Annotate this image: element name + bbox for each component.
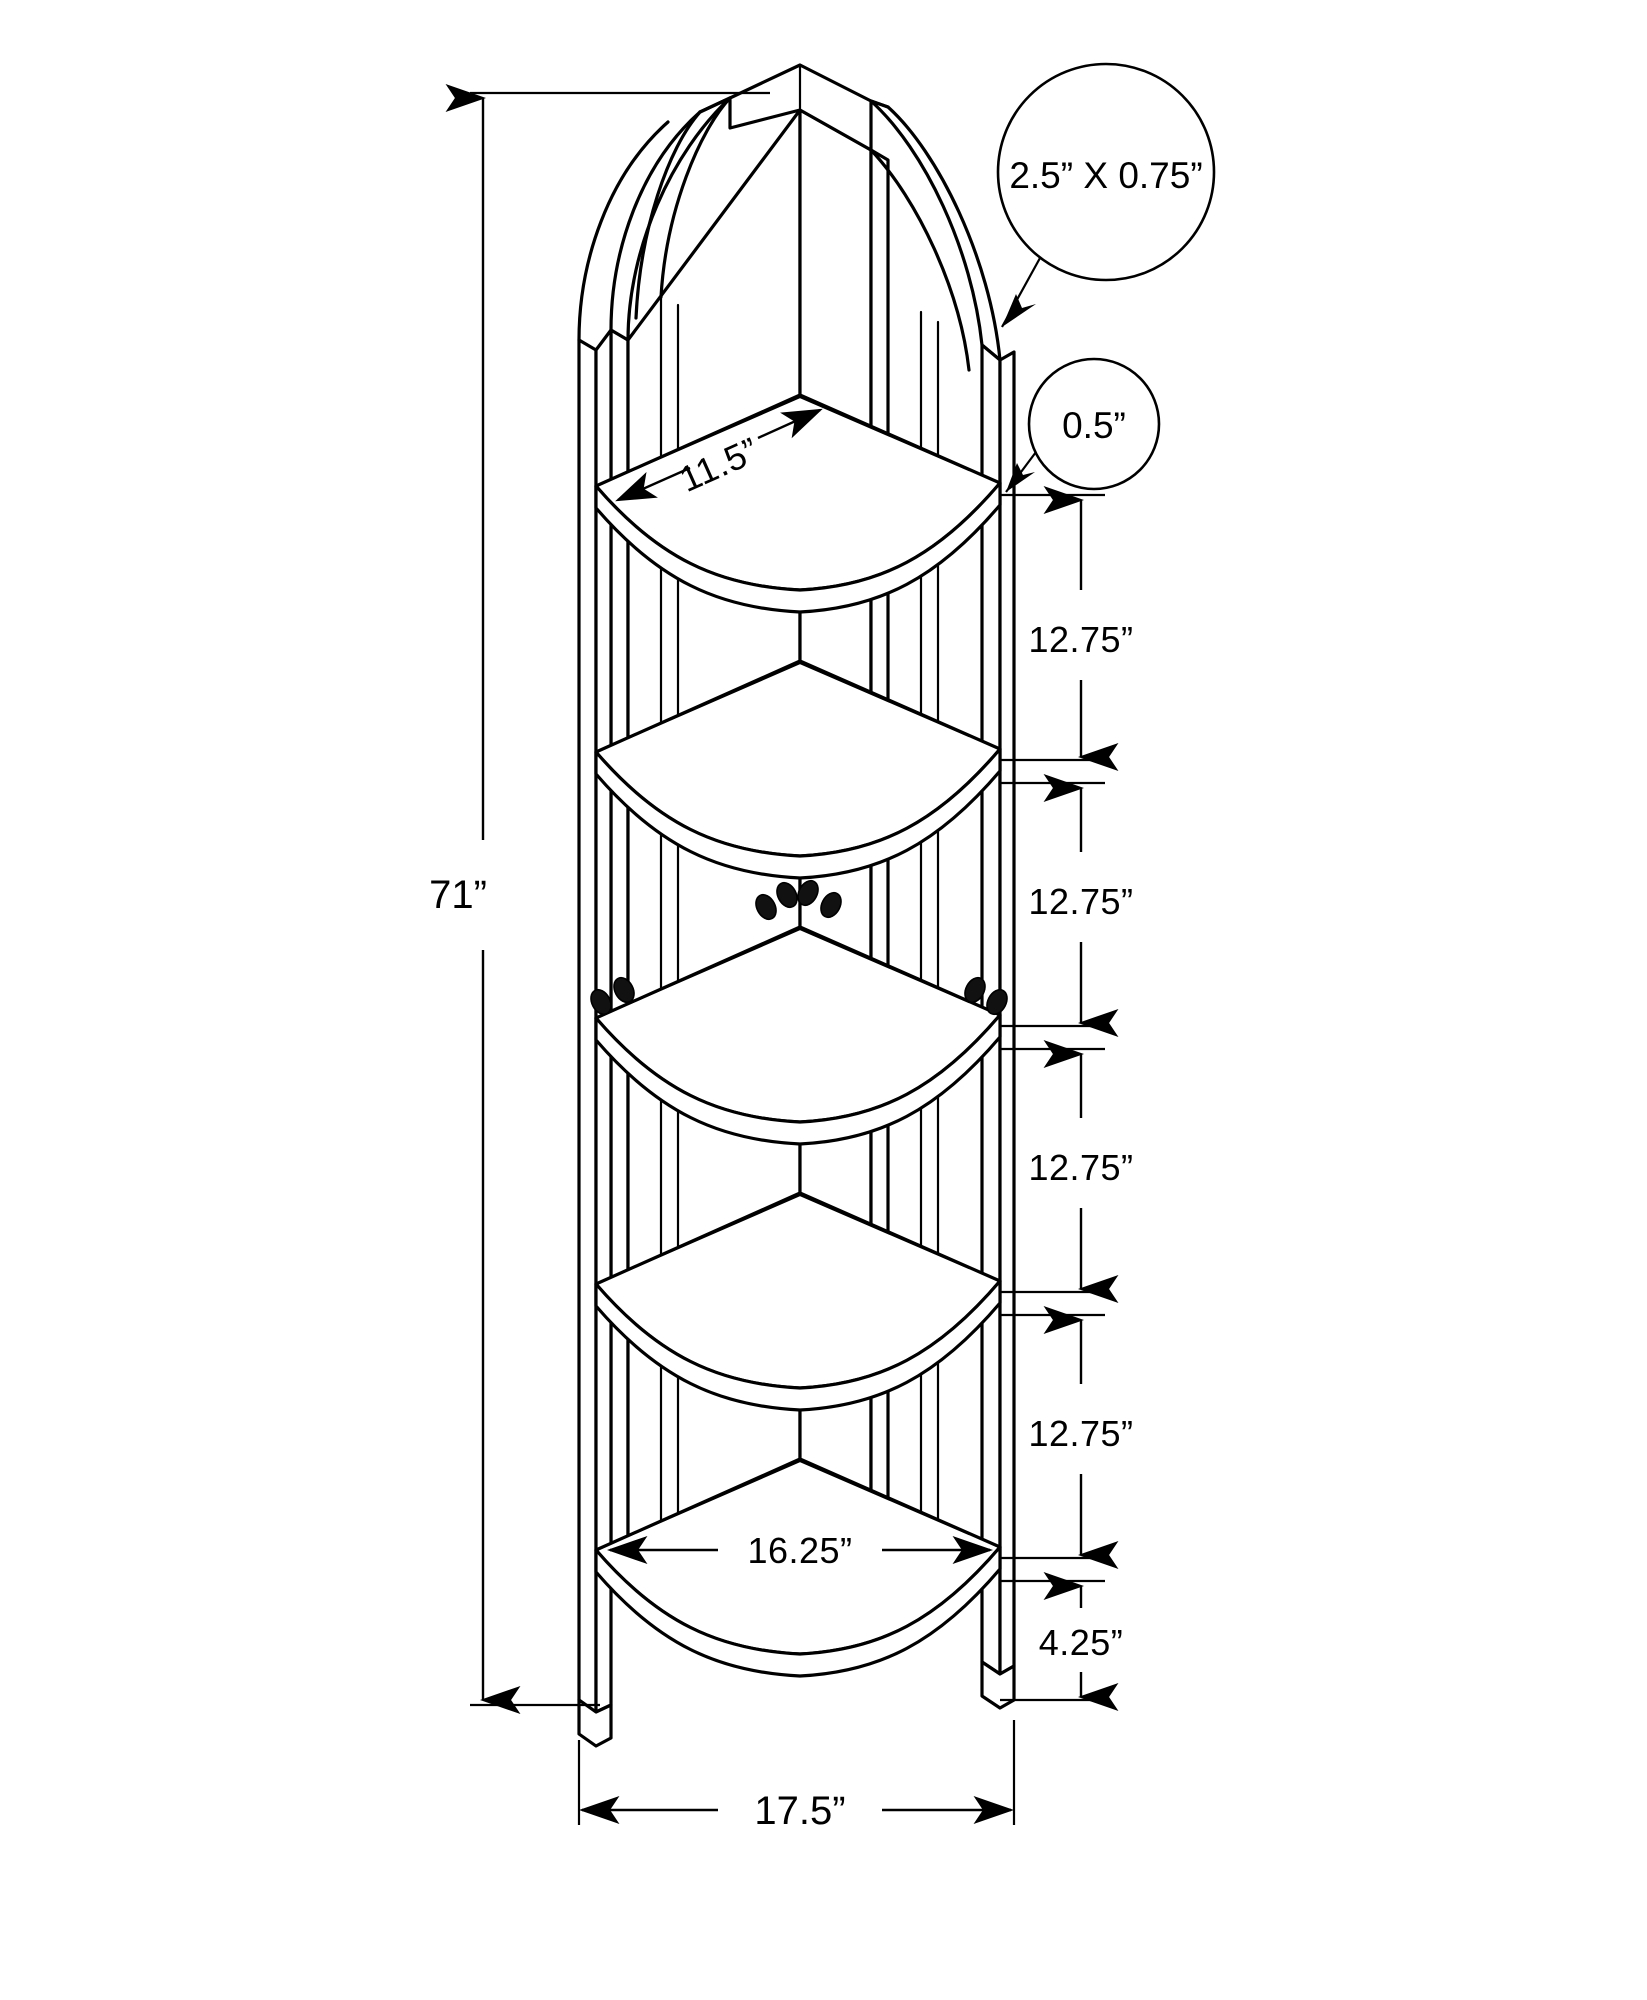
shelf-5-front-edge bbox=[594, 1545, 1002, 1678]
shelf-4-cleat-left bbox=[626, 1193, 802, 1272]
depth-115-lead-right bbox=[757, 408, 823, 440]
callout-thickness-arrowhead bbox=[1006, 463, 1035, 492]
shelf-1-cleat-left bbox=[626, 395, 802, 474]
bottom-shelf-depth-label: 16.25” bbox=[747, 1530, 852, 1571]
shelf-1-front-edge bbox=[594, 481, 1002, 614]
left-post-foot bbox=[577, 1698, 613, 1748]
overall-height-label: 71” bbox=[429, 873, 487, 917]
shelf-3-cleat-left bbox=[626, 927, 802, 1006]
dowel-hole-2 bbox=[776, 881, 798, 909]
dimension-overall-width: 17.5” bbox=[577, 1720, 1016, 1833]
shelf-4 bbox=[594, 1191, 1002, 1412]
dowel-hole-8 bbox=[986, 988, 1008, 1016]
shelf-4-cleat-right bbox=[798, 1193, 971, 1270]
shelf-5-cleat-left bbox=[626, 1459, 802, 1538]
callout-post-circle bbox=[996, 62, 1216, 282]
assembly-holes bbox=[590, 879, 1008, 1016]
shelf-1 bbox=[594, 393, 1002, 614]
shelf-1-cleat-right bbox=[798, 395, 971, 472]
shelf-2-cleat-right bbox=[798, 661, 971, 738]
shelf-gap-3-label: 12.75” bbox=[1028, 1147, 1133, 1188]
left-post-arch-curve bbox=[577, 120, 670, 342]
shelf-gap-1-label: 12.75” bbox=[1028, 619, 1133, 660]
shelf-gap-1: 12.75” bbox=[1028, 485, 1133, 772]
callout-post-arrowhead bbox=[1002, 294, 1036, 327]
callout-thickness-label: 0.5” bbox=[1062, 405, 1126, 446]
shelf-gap-2-label: 12.75” bbox=[1028, 881, 1133, 922]
shelf-5 bbox=[594, 1457, 1002, 1678]
callout-post-label: 2.5” X 0.75” bbox=[1009, 155, 1202, 196]
dimension-overall-height: 71” bbox=[429, 83, 770, 1715]
dowel-hole-5 bbox=[590, 988, 612, 1016]
shelf-3 bbox=[594, 925, 1002, 1146]
shelf-gap-3: 12.75” bbox=[1028, 1039, 1133, 1304]
dowel-hole-6 bbox=[613, 976, 635, 1004]
callout-shelf-thickness: 0.5” bbox=[1005, 357, 1161, 493]
bottom-clearance: 4.25” bbox=[1039, 1571, 1124, 1712]
shelf-2-cleat-left bbox=[626, 661, 802, 740]
shelf-3-cleat-right bbox=[798, 927, 971, 1004]
shelf-2-front-edge bbox=[594, 747, 1002, 880]
right-post-outer-face bbox=[998, 350, 1016, 1676]
shelf-2 bbox=[594, 659, 1002, 880]
bottom-clearance-label: 4.25” bbox=[1039, 1622, 1124, 1663]
bookcase-illustration bbox=[577, 63, 1016, 1748]
shelf-4-front-edge bbox=[594, 1279, 1002, 1412]
arch-left-top-cut bbox=[698, 96, 732, 114]
dowel-hole-3 bbox=[797, 879, 819, 907]
shelf-gap-4: 12.75” bbox=[1028, 1305, 1133, 1570]
callout-thickness-circle bbox=[1027, 357, 1161, 491]
shelf-gap-4-label: 12.75” bbox=[1028, 1413, 1133, 1454]
arch-left-inner-curve bbox=[659, 96, 732, 299]
dowel-hole-4 bbox=[820, 891, 842, 919]
overall-width-label: 17.5” bbox=[754, 1789, 845, 1833]
dowel-hole-7 bbox=[964, 976, 986, 1004]
callout-post-section: 2.5” X 0.75” bbox=[996, 62, 1216, 328]
depth-115-lead-left bbox=[615, 466, 691, 502]
shelf-5-cleat-right bbox=[798, 1459, 971, 1536]
dowel-hole-1 bbox=[755, 893, 777, 921]
left-post-outer-face bbox=[577, 338, 598, 1714]
arch-left-inner-curve-2 bbox=[634, 110, 702, 320]
dimension-shelf-gaps: 12.75” 12.75” 12.75” 12.75” 4.25” bbox=[1000, 485, 1133, 1712]
shelf-3-front-edge bbox=[594, 1013, 1002, 1146]
arch-right-inner-curve bbox=[869, 148, 971, 372]
dimension-bottom-shelf-depth: 16.25” bbox=[606, 1530, 994, 1571]
shelf-gap-2: 12.75” bbox=[1028, 773, 1133, 1038]
arch-right-top-cut bbox=[869, 99, 890, 109]
